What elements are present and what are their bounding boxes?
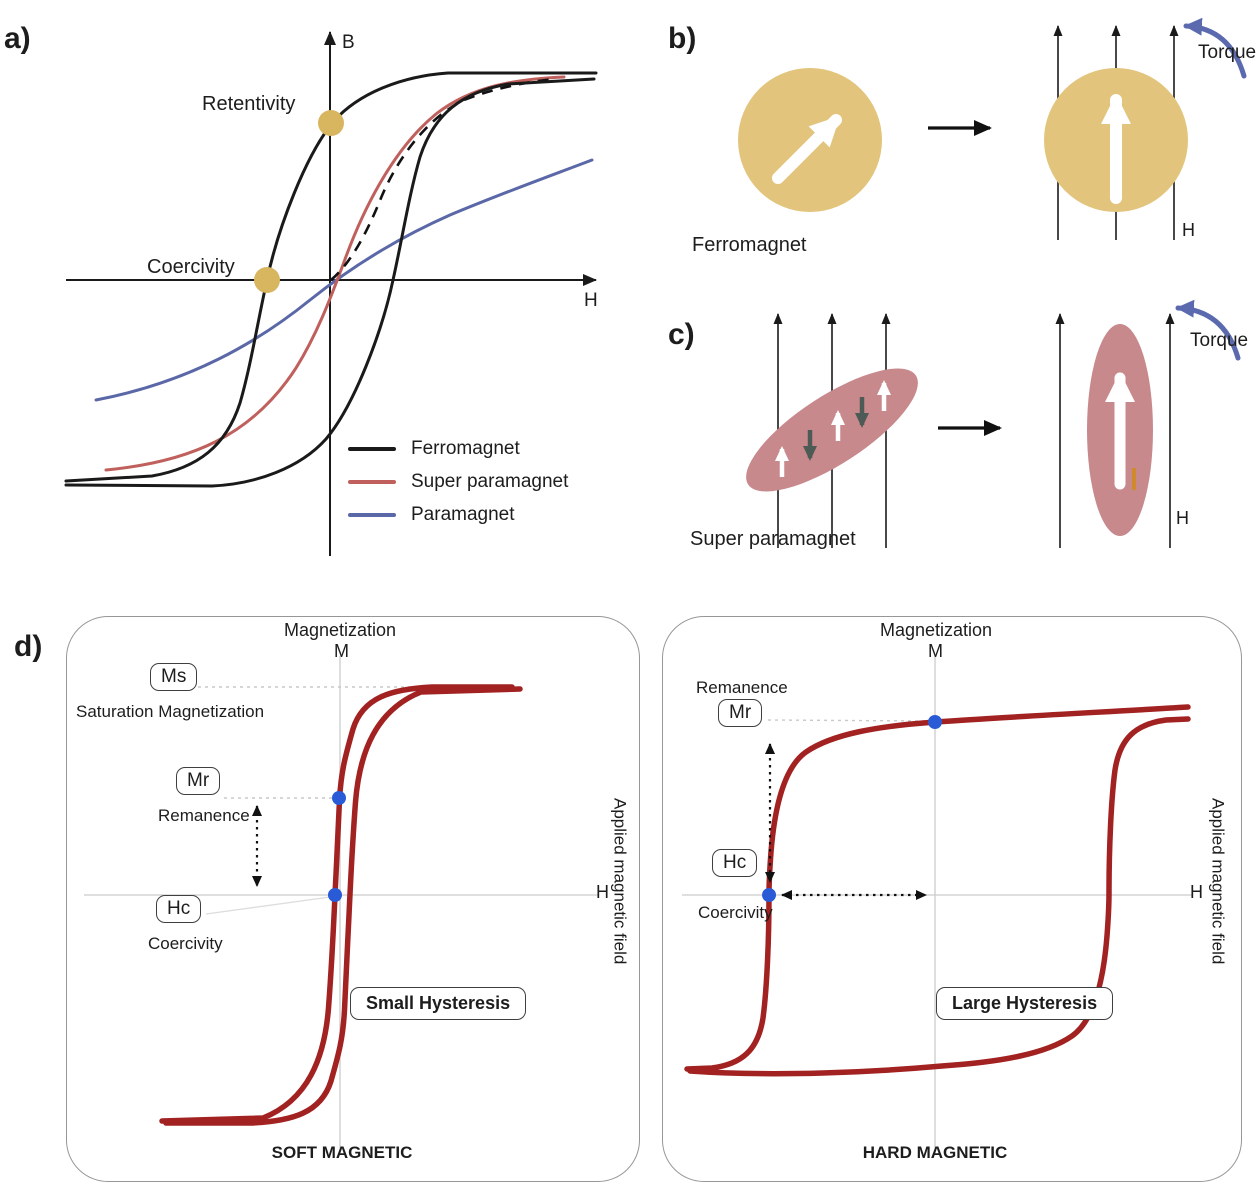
panel-c-illustration <box>746 299 1241 548</box>
superparamagnet-particle <box>746 368 918 492</box>
legend-label: Paramagnet <box>411 504 515 525</box>
magnetization-title: Magnetization <box>284 620 397 640</box>
hc-box: Hc <box>712 849 758 877</box>
remanence-label: Remanence <box>696 678 788 697</box>
field-lines <box>773 313 891 548</box>
panel-c-label: c) <box>668 318 695 351</box>
b-axis-label: B <box>342 32 355 53</box>
coercivity-label: Coercivity <box>148 934 223 953</box>
legend-item-superparamagnet: Super paramagnet <box>348 471 568 493</box>
retentivity-point <box>318 110 344 136</box>
field-lines <box>1055 313 1175 548</box>
soft-magnetic-card <box>66 616 640 1182</box>
panel-b-label: b) <box>668 22 697 55</box>
panel-b-illustration <box>738 17 1247 240</box>
field-label: H <box>1182 220 1195 240</box>
superparamagnet-particle-aligned <box>1087 324 1153 536</box>
ferromagnet-loop-curve <box>64 71 598 488</box>
legend-item-paramagnet: Paramagnet <box>348 504 568 526</box>
panel-b-caption: Ferromagnet <box>692 234 807 256</box>
legend-label: Ferromagnet <box>411 438 520 459</box>
torque-label: Torque <box>1190 330 1249 351</box>
panel-d-label: d) <box>14 630 43 663</box>
torque-label: Torque <box>1198 42 1257 63</box>
large-hysteresis-box: Large Hysteresis <box>936 987 1114 1020</box>
coercivity-point <box>254 267 280 293</box>
hard-magnetic-title: HARD MAGNETIC <box>862 1143 1008 1162</box>
coercivity-label: Coercivity <box>147 256 235 278</box>
hc-box: Hc <box>156 895 202 923</box>
magnetization-title: Magnetization <box>880 620 993 640</box>
moment-arrow <box>772 114 842 184</box>
initial-magnetization-curve <box>330 77 555 281</box>
small-hysteresis-box: Small Hysteresis <box>350 987 527 1020</box>
panel-c-caption: Super paramagnet <box>690 528 856 550</box>
ms-box: Ms <box>150 663 198 691</box>
remanence-label: Remanence <box>158 806 250 825</box>
ferromagnet-particle <box>738 68 882 212</box>
soft-magnetic-title: SOFT MAGNETIC <box>271 1143 413 1162</box>
ferromagnet-swatch <box>348 447 396 451</box>
m-symbol: M <box>928 641 943 661</box>
applied-field-label: Applied magnetic field <box>1208 798 1228 965</box>
field-lines <box>1053 25 1179 240</box>
paramagnet-swatch <box>348 513 396 517</box>
coercivity-label: Coercivity <box>698 903 773 922</box>
saturation-magnetization-label: Saturation Magnetization <box>76 702 265 721</box>
applied-field-label: Applied magnetic field <box>610 798 630 965</box>
ferromagnet-particle-aligned <box>1044 68 1188 212</box>
paramagnet-curve <box>94 158 594 402</box>
plot-legend: Ferromagnet Super paramagnet Paramagnet <box>348 438 568 526</box>
field-label: H <box>1176 508 1189 528</box>
h-axis-label: H <box>1190 882 1203 902</box>
m-symbol: M <box>334 641 349 661</box>
random-moment-arrows <box>775 380 891 477</box>
superparamagnet-swatch <box>348 480 396 484</box>
h-axis-label: H <box>584 290 598 311</box>
mr-box: Mr <box>176 767 221 795</box>
mr-box: Mr <box>718 699 763 727</box>
legend-item-ferromagnet: Ferromagnet <box>348 438 568 460</box>
h-axis-label: H <box>596 882 609 902</box>
retentivity-label: Retentivity <box>202 93 296 115</box>
panel-a-label: a) <box>4 22 31 55</box>
legend-label: Super paramagnet <box>411 471 569 492</box>
